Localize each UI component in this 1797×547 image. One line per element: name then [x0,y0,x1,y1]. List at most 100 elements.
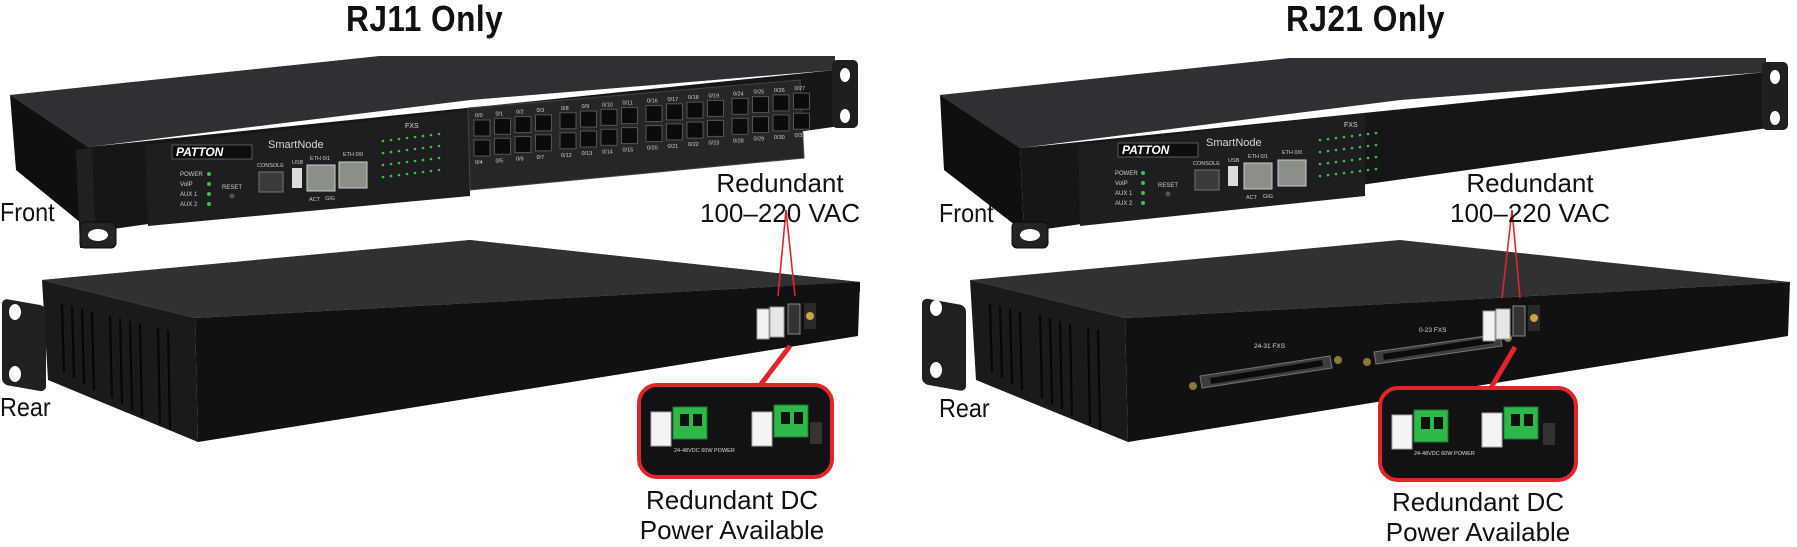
rj11-port-bottom [494,137,511,155]
rj11-port-bottom-label: 0/15 [623,148,634,154]
left-ac-label-line1: Redundant [716,168,844,198]
rj11-port-bottom-label: 0/6 [516,157,524,163]
rj11-port-top-label: 0/3 [537,108,545,114]
rj11-port-bottom [600,128,618,146]
rj11-port-top-label: 0/8 [561,106,569,112]
rj11-port-top [686,101,704,119]
rj11-port-bottom-label: 0/29 [754,137,765,143]
left-fxs-label: FXS [405,123,419,130]
rj11-port-bottom [514,136,532,154]
right-led-aux2-label: AUX 2 [1115,201,1133,207]
left-dc-label-line1: Redundant DC [646,485,818,515]
left-ac-callout-lines [777,209,796,297]
rj11-port-bottom [645,125,663,143]
right-led-voip-label: VoIP [1115,181,1128,187]
right-gig-label: GIG [1263,194,1273,200]
left-usb-label: USB [292,160,304,166]
rj11-port-top-label: 0/11 [623,101,633,107]
rj11-port-bottom [621,127,638,145]
right-act-label: ACT [1246,195,1258,201]
rj11-port-bottom [772,114,790,132]
right-rear-connector1-label: 24-31 FXS [1254,343,1286,350]
left-dc-module-text: 24-48VDC 60W POWER [674,448,735,454]
rj11-port-top-label: 0/10 [602,102,613,108]
rj11-port-bottom [535,134,552,152]
left-ac-label-line2: 100–220 VAC [700,198,860,228]
rj11-port-top [580,110,597,128]
rj11-port-bottom [559,132,577,150]
rj11-port-bottom-label: 0/13 [582,151,593,157]
right-device-illustration: PATTON SmartNode FXS POWER VoIP AUX 1 AU… [922,58,1790,482]
rj11-port-bottom [793,112,810,130]
rj11-port-top-label: 0/16 [647,99,658,105]
rj11-port-top [707,99,724,117]
rj11-port-bottom [473,139,491,157]
left-device-illustration: PATTON SmartNode FXS POWER VoIP AUX 1 AU… [2,56,860,479]
right-reset-label: RESET [1158,183,1178,189]
rj11-port-top-label: 0/2 [516,110,524,116]
right-fxs-label: FXS [1344,122,1358,129]
right-rear-label: Rear [939,393,990,423]
right-eth00-label: ETH 0/0 [1282,150,1302,156]
rj11-port-top-label: 0/24 [733,91,744,97]
left-panel-rj11: RJ11 Only PATTON SmartNode FXS [0,0,900,545]
left-brand-logo: PATTON [176,145,224,159]
left-rear-unit [2,240,860,442]
right-ac-label-line2: 100–220 VAC [1450,198,1610,228]
left-gig-label: GIG [325,196,335,202]
rj11-port-bottom [707,119,724,137]
right-ac-callout-lines [1501,209,1521,299]
right-console-label: CONSOLE [1193,161,1220,167]
right-dc-label-line1: Redundant DC [1392,487,1564,517]
right-usb-label: USB [1228,158,1240,164]
rj11-port-top [559,112,577,130]
rj11-port-top-label: 0/18 [688,95,699,101]
left-product-name: SmartNode [268,139,324,151]
right-dc-label: Redundant DC Power Available [1378,487,1578,547]
left-title: RJ11 Only [346,0,504,39]
left-led-aux1-label: AUX 1 [180,192,198,198]
rj11-port-bottom-label: 0/5 [496,158,504,164]
rj11-port-bottom-label: 0/14 [602,149,613,155]
left-dc-label: Redundant DC Power Available [632,485,832,545]
rj11-port-top-label: 0/17 [668,97,679,103]
rj11-port-bottom-label: 0/28 [733,138,744,144]
rj11-port-bottom-label: 0/23 [709,140,720,146]
rj11-port-bottom-label: 0/12 [561,153,572,159]
rj11-port-top [514,116,532,134]
rj11-port-top [645,105,663,123]
rj11-port-top [731,97,749,115]
right-title: RJ21 Only [1286,0,1445,39]
rj11-port-top [535,114,552,132]
rj11-port-bottom-label: 0/4 [475,160,483,166]
right-product-name: SmartNode [1206,137,1262,149]
rj11-port-bottom-label: 0/21 [668,144,679,150]
right-front-unit: PATTON SmartNode FXS POWER VoIP AUX 1 AU… [940,58,1788,249]
right-rj21-connector-1 [1189,355,1342,390]
left-eth00-label: ETH 0/0 [343,152,363,158]
right-rear-unit: 24-31 FXS 0-23 FXS [922,240,1790,442]
right-dc-label-line2: Power Available [1385,517,1571,547]
rj11-port-top-label: 0/26 [774,88,785,94]
rj11-port-top [494,117,511,135]
rj11-port-top [666,103,683,121]
rj11-port-top-label: 0/19 [709,93,720,99]
rj11-port-bottom [752,116,769,134]
left-act-label: ACT [309,197,321,203]
rj11-port-top-label: 0/25 [754,90,765,96]
left-led-power-label: POWER [180,172,203,178]
rj11-port-bottom [580,130,597,148]
rj11-port-top [473,119,491,137]
rj11-port-bottom [686,121,704,139]
rj11-port-bottom-label: 0/22 [688,142,699,148]
right-eth01-label: ETH 0/1 [1248,154,1268,160]
right-dc-zoom-inset: 24-48VDC 60W POWER [1378,386,1578,482]
left-ac-label: Redundant 100–220 VAC [690,168,870,228]
rj11-port-bottom-label: 0/30 [774,135,785,141]
left-led-voip-label: VoIP [180,182,193,188]
rj11-port-top-label: 0/0 [475,113,483,119]
rj11-port-top-label: 0/1 [496,111,504,117]
rj11-port-bottom-label: 0/20 [647,146,658,152]
rj11-port-top [621,107,638,125]
left-led-aux2-label: AUX 2 [180,202,198,208]
